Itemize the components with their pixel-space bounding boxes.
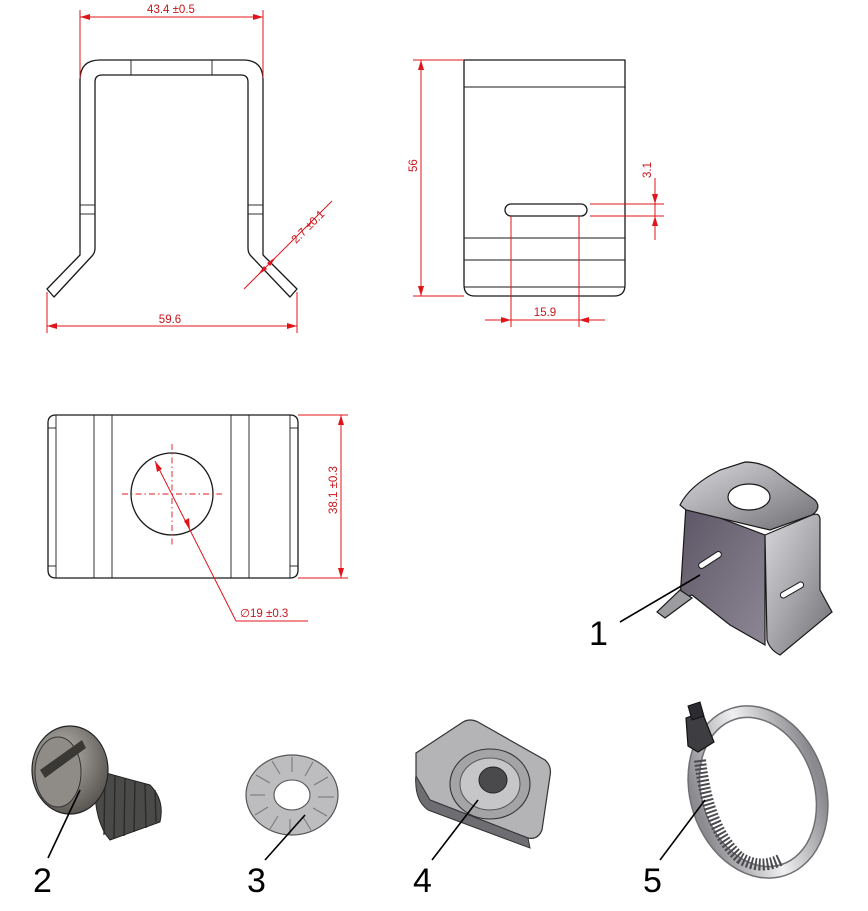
callout-label-3: 3 <box>247 862 266 900</box>
dimension-top-view-width: 38.1 ±0.3 <box>298 414 348 579</box>
front-view: 43.4 ±0.5 59.6 2.7 ±0.1 <box>46 4 333 333</box>
clamp-perforated-band <box>694 759 783 871</box>
dimension-height-text: 56 <box>408 159 420 172</box>
bracket-left-foot <box>656 589 694 619</box>
callout-label-5: 5 <box>643 862 662 900</box>
callout-label-4: 4 <box>413 862 432 900</box>
dimension-top-width-text: 43.4 ±0.5 <box>147 4 195 16</box>
dimension-hole-diameter-text: ∅19 ±0.3 <box>240 608 288 620</box>
t-nut-3d <box>415 719 552 849</box>
washer-hole <box>273 779 311 811</box>
bracket-hole <box>727 483 771 511</box>
callout-4: 4 <box>413 799 479 900</box>
bracket-slot-right <box>779 581 805 599</box>
side-view-slot <box>504 203 588 217</box>
dimension-slot-width-text: 3.1 <box>642 162 654 178</box>
callout-label-1: 1 <box>589 615 608 653</box>
callout-1: 1 <box>589 574 701 653</box>
screw-slot <box>40 740 86 778</box>
t-nut-thread-hole <box>478 766 508 794</box>
dimension-thickness-text: 2.7 ±0.1 <box>290 208 328 246</box>
bracket-slot-left <box>698 551 722 569</box>
side-view: 56 3.1 15.9 <box>408 59 664 327</box>
screw-3d <box>31 725 162 841</box>
dimension-overall-width-text: 59.6 <box>159 314 181 326</box>
dimension-height: 56 <box>408 59 464 297</box>
dimension-slot-width: 3.1 <box>590 162 664 240</box>
dimension-slot-length: 15.9 <box>485 216 605 327</box>
dimension-top-width: 43.4 ±0.5 <box>79 4 264 78</box>
clamp-screw-housing <box>685 711 715 753</box>
callout-2: 2 <box>33 789 81 900</box>
hose-clamp-3d <box>685 701 829 879</box>
callout-5: 5 <box>643 799 706 900</box>
callout-label-2: 2 <box>33 862 52 900</box>
dimension-slot-length-text: 15.9 <box>534 307 556 319</box>
dimension-top-view-width-text: 38.1 ±0.3 <box>328 466 340 514</box>
lock-washer-3d <box>245 754 339 836</box>
bracket-3d <box>656 461 833 656</box>
dimension-overall-width: 59.6 <box>46 292 298 333</box>
dimension-hole-diameter: ∅19 ±0.3 <box>154 460 308 622</box>
front-view-outer-profile <box>46 59 298 298</box>
side-view-outline <box>463 59 626 297</box>
callout-3: 3 <box>247 814 306 900</box>
top-view: 38.1 ±0.3 ∅19 ±0.3 <box>47 414 348 622</box>
